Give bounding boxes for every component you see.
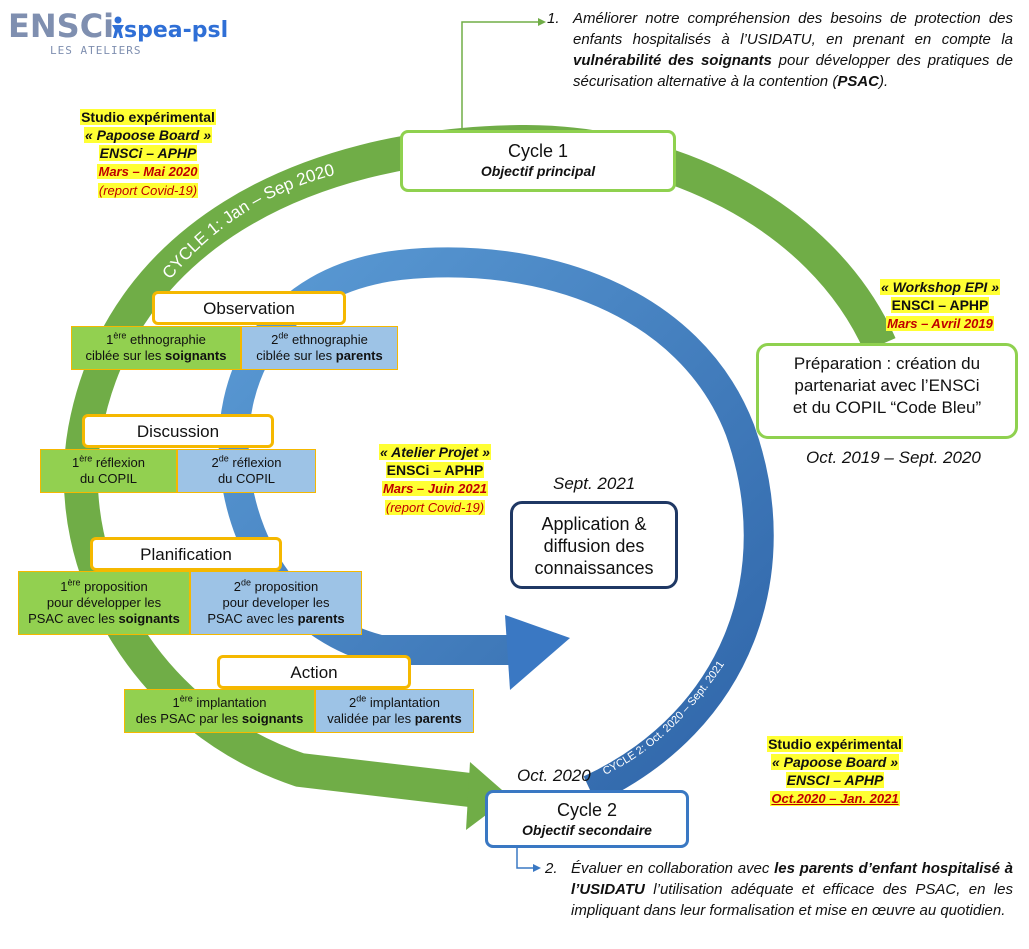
planification-parents-cell: 2de proposition pour developer les PSAC … [190,571,362,635]
ensci-logo: ENSCi [8,7,115,45]
objective-2: 2. Évaluer en collaboration avec les par… [545,858,1013,921]
application-date: Sept. 2021 [553,474,636,493]
cycle2-subtitle: Objectif secondaire [522,822,652,838]
connector-arrowhead-1 [538,18,546,26]
atelier-projet-label: « Atelier Projet » ENSCi – APHP Mars – J… [379,444,491,515]
action-parents-cell: 2de implantation validée par les parents [315,689,474,733]
observation-title: Observation [152,291,346,325]
application-line-1: Application & [541,514,647,534]
objective-2-end: l’utilisation adéquate et efficace des P… [571,881,1013,919]
cycle1-box: Cycle 1 Objectif principal [400,130,676,192]
observation-soignants-cell: 1ère ethnographie ciblée sur les soignan… [71,326,241,370]
cycle1-arc [63,124,896,807]
cycle2-arc [218,247,774,804]
discussion-parents-cell: 2de réflexion du COPIL [177,449,316,493]
objective-1-psac: PSAC [837,73,880,90]
objective-1-bold: vulnérabilité des soignants [573,52,772,69]
action-soignants-cell: 1ère implantation des PSAC par les soign… [124,689,315,733]
action-title: Action [217,655,411,689]
objective-2-text: Évaluer en collaboration avec [571,860,775,877]
planification-soignants-cell: 1ère proposition pour développer les PSA… [18,571,190,635]
discussion-soignants-cell: 1ère réflexion du COPIL [40,449,177,493]
cycle2-box: Cycle 2 Objectif secondaire [485,790,689,848]
application-line-3: connaissances [534,558,654,578]
planification-title: Planification [90,537,282,571]
preparation-date: Oct. 2019 – Sept. 2020 [806,448,981,467]
connector-line-1 [461,21,538,128]
observation-parents-cell: 2de ethnographie ciblée sur les parents [241,326,398,370]
spea-figure-icon [112,16,124,38]
objective-2-bold: les parents d’enfant hospitalisé à l’USI… [571,860,1013,898]
objective-1-number: 1. [547,10,560,27]
connector-arrowhead-2 [533,864,541,872]
objective-1-text-mid: pour développer des pratiques de sécuris… [573,52,1013,90]
preparation-line-1: Préparation : création du [793,354,981,373]
studio-experimental-1-label: Studio expérimental « Papoose Board » EN… [80,109,216,198]
cycle2-arrowhead [505,615,570,690]
objective-1-text: Améliorer notre compréhension des besoin… [573,10,1013,48]
preparation-line-2: partenariat avec l’ENSCi [794,376,980,395]
cycle1-subtitle: Objectif principal [480,163,596,179]
objective-2-number: 2. [545,860,558,877]
objective-1: 1. Améliorer notre compréhension des bes… [547,8,1013,92]
discussion-title: Discussion [82,414,274,448]
application-line-2: diffusion des [543,536,645,556]
workshop-epi-label: « Workshop EPI » ENSCI – APHP Mars – Avr… [880,279,1000,331]
ensci-ateliers-label: LES ATELIERS [50,44,142,57]
application-box: Application & diffusion des connaissance… [510,501,678,589]
preparation-line-3: et du COPIL “Code Bleu” [792,398,982,417]
spea-psl-logo: spea-psl [124,18,229,43]
cycle1-title: Cycle 1 [507,141,569,161]
studio-experimental-2-label: Studio expérimental « Papoose Board » EN… [767,736,903,806]
objective-1-end: ). [879,73,889,90]
preparation-box: Préparation : création du partenariat av… [756,343,1018,439]
cycle2-title: Cycle 2 [556,800,618,820]
cycle2-date: Oct. 2020 [517,766,591,785]
